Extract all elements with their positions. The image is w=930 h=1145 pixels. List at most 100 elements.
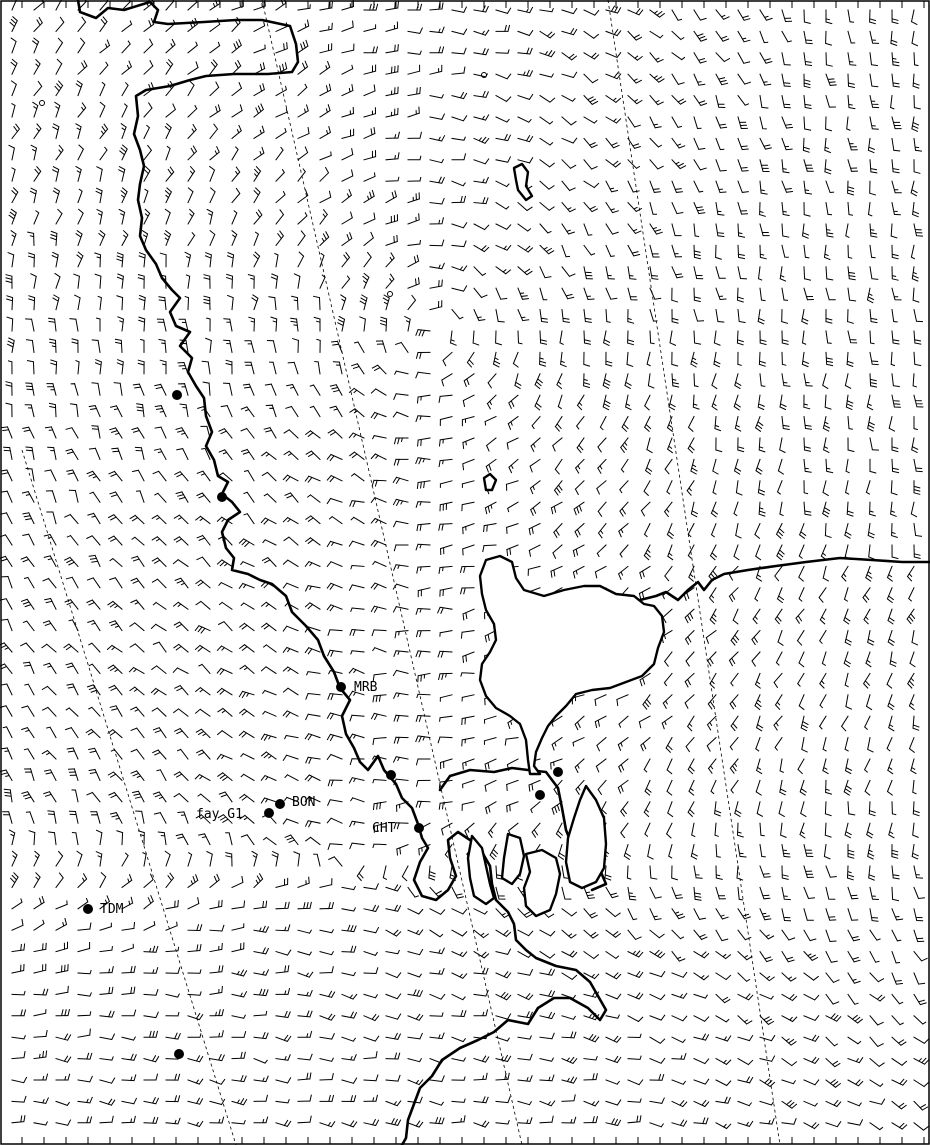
wind-barb bbox=[270, 273, 279, 289]
wind-barb bbox=[439, 415, 453, 427]
wind-barb bbox=[781, 1117, 797, 1125]
wind-barb bbox=[415, 714, 431, 723]
wind-barb bbox=[781, 137, 793, 151]
wind-barb bbox=[415, 351, 431, 359]
wind-barb bbox=[43, 662, 57, 675]
wind-barb bbox=[643, 415, 652, 433]
wind-barb bbox=[644, 779, 652, 796]
wind-barb bbox=[913, 1015, 927, 1025]
wind-barb bbox=[781, 950, 795, 963]
wind-barb bbox=[75, 230, 83, 247]
wind-barb bbox=[326, 453, 343, 462]
wind-barb bbox=[174, 727, 189, 739]
wind-barb bbox=[65, 448, 79, 461]
wind-barb bbox=[440, 822, 453, 836]
wind-barb bbox=[77, 60, 88, 75]
wind-barb bbox=[801, 330, 807, 345]
wind-barb bbox=[869, 266, 879, 280]
wind-barb bbox=[319, 1094, 335, 1102]
wind-barb bbox=[77, 188, 83, 204]
wind-barb bbox=[195, 579, 211, 589]
wind-barb bbox=[326, 540, 343, 548]
wind-barb bbox=[407, 294, 417, 311]
wind-barb bbox=[847, 1057, 864, 1064]
wind-barb bbox=[64, 598, 79, 610]
wind-barb bbox=[821, 651, 827, 666]
wind-barb bbox=[75, 123, 82, 140]
wind-barb bbox=[667, 544, 674, 561]
wind-barb bbox=[803, 9, 811, 25]
wind-barb bbox=[319, 274, 326, 289]
wind-barb bbox=[275, 1034, 292, 1043]
wind-barb bbox=[495, 156, 512, 163]
wind-barb bbox=[341, 106, 355, 118]
wind-barb bbox=[778, 801, 785, 818]
wind-barb bbox=[10, 230, 17, 247]
wind-barb bbox=[187, 187, 194, 204]
wind-barb bbox=[869, 972, 885, 983]
wind-barb bbox=[737, 159, 749, 172]
wind-barb bbox=[583, 266, 593, 280]
wind-barb bbox=[803, 908, 814, 921]
wind-barb bbox=[759, 1078, 776, 1088]
wind-barb bbox=[187, 41, 199, 54]
wind-barb bbox=[473, 48, 489, 56]
wind-barb bbox=[737, 52, 751, 64]
wind-barb bbox=[55, 917, 68, 931]
wind-barb bbox=[527, 565, 541, 576]
wind-barb bbox=[116, 830, 124, 846]
wind-barb bbox=[130, 599, 145, 610]
wind-barb bbox=[55, 58, 63, 75]
wind-barb bbox=[275, 901, 290, 910]
wind-barb bbox=[781, 244, 789, 258]
wind-barb bbox=[392, 498, 409, 507]
wind-barb bbox=[868, 9, 877, 25]
wind-barb bbox=[643, 801, 651, 818]
wind-barb bbox=[143, 921, 156, 931]
wind-barb bbox=[415, 607, 431, 615]
wind-barb bbox=[825, 1079, 842, 1089]
wind-barb bbox=[891, 287, 902, 301]
wind-barb bbox=[825, 1121, 842, 1128]
wind-barb bbox=[209, 1116, 225, 1124]
wind-barb bbox=[798, 651, 805, 668]
wind-barb bbox=[156, 769, 167, 782]
wind-barb bbox=[121, 921, 136, 931]
wind-barb bbox=[707, 694, 717, 710]
wind-barb bbox=[557, 394, 563, 410]
wind-barb bbox=[459, 565, 475, 574]
wind-barb bbox=[150, 687, 167, 696]
wind-barb bbox=[913, 993, 927, 1006]
wind-barb bbox=[341, 945, 357, 953]
wind-barb bbox=[451, 66, 466, 75]
wind-barb bbox=[690, 844, 698, 860]
wind-barb bbox=[326, 604, 343, 612]
wind-barb bbox=[86, 684, 101, 696]
wind-barb bbox=[781, 972, 797, 982]
wind-barb bbox=[605, 1118, 622, 1127]
wind-barb bbox=[292, 337, 300, 353]
island-north bbox=[512, 162, 534, 202]
wind-barb bbox=[693, 52, 707, 64]
wind-barb bbox=[370, 517, 387, 525]
wind-barb bbox=[484, 501, 497, 515]
wind-barb bbox=[715, 309, 725, 323]
wind-barb bbox=[329, 384, 343, 396]
wind-barb bbox=[415, 758, 431, 766]
wind-barb bbox=[33, 1009, 47, 1017]
wind-barb bbox=[451, 886, 464, 899]
wind-barb bbox=[120, 187, 128, 204]
wind-barb bbox=[483, 715, 497, 724]
wind-barb bbox=[265, 404, 277, 418]
wind-barb bbox=[143, 38, 154, 54]
wind-barb bbox=[52, 294, 60, 311]
wind-barb bbox=[539, 159, 556, 168]
wind-barb bbox=[55, 1008, 71, 1017]
wind-barb bbox=[415, 328, 431, 337]
wind-barb bbox=[693, 308, 705, 322]
wind-barb bbox=[671, 992, 688, 999]
wind-barb bbox=[297, 1010, 313, 1018]
wind-barb bbox=[758, 501, 766, 517]
wind-barb bbox=[891, 908, 904, 921]
wind-barb bbox=[863, 715, 871, 731]
